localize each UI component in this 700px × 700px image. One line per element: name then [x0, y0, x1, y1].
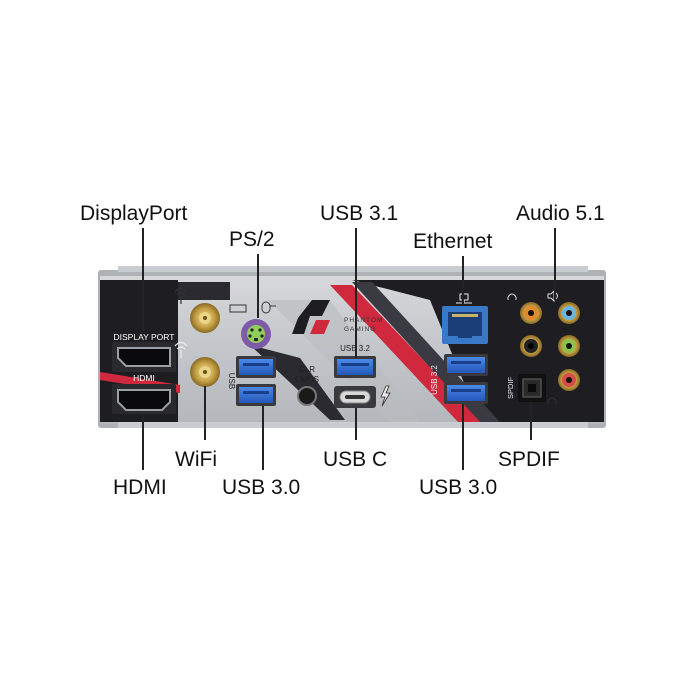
callout-usb30-right: USB 3.0 — [419, 476, 498, 499]
thunderbolt-icon — [380, 385, 391, 407]
mouse-icon — [261, 301, 276, 314]
keyboard-icon — [229, 304, 247, 313]
panel-label-cmos: CMOS — [295, 375, 319, 384]
ps2-port — [241, 319, 271, 349]
usb31-port — [334, 356, 376, 378]
usb30-right-ports — [444, 354, 488, 404]
callout-usbc: USB C — [323, 448, 388, 471]
antenna-icon — [174, 287, 188, 304]
panel-label-hdmi: HDMI — [133, 373, 155, 383]
callout-ethernet: Ethernet — [413, 230, 493, 253]
panel-label-clr: CLR — [299, 365, 315, 374]
wifi-antenna-bottom — [190, 357, 220, 387]
panel-label-gaming: GAMING — [344, 326, 376, 333]
panel-label-spdif: SPDIF — [506, 377, 515, 400]
antenna-icon — [174, 341, 188, 358]
wifi-antenna-top — [190, 303, 220, 333]
displayport-connector — [112, 342, 176, 372]
callout-spdif: SPDIF — [498, 448, 560, 471]
speaker-icon — [547, 289, 558, 303]
callout-usb30-left: USB 3.0 — [222, 476, 301, 499]
usbc-port — [334, 386, 376, 408]
panel-label-usb32-side: USB 3.2 — [430, 365, 439, 395]
spdif-port — [518, 374, 546, 402]
audio-jacks — [520, 302, 580, 391]
callout-usb31: USB 3.1 — [320, 202, 399, 225]
usb30-left-ports — [236, 356, 276, 406]
panel-label-usb32-top: USB 3.2 — [340, 344, 370, 353]
callout-audio: Audio 5.1 — [516, 202, 605, 225]
phantom-gaming-logo-icon — [292, 300, 330, 334]
callout-hdmi: HDMI — [113, 476, 167, 499]
headphone-icon — [547, 397, 557, 404]
callout-wifi: WiFi — [175, 448, 217, 471]
panel-label-display-port: DISPLAY PORT — [114, 332, 175, 342]
panel-label-phantom: PHANTOM — [344, 317, 383, 324]
headphone-icon — [507, 293, 517, 300]
callout-ps2: PS/2 — [229, 228, 275, 251]
callout-displayport: DisplayPort — [80, 202, 188, 225]
ethernet-port — [442, 306, 488, 344]
hdmi-connector — [112, 384, 176, 414]
clr-cmos-button — [297, 386, 317, 406]
panel-print: DISPLAY PORT HDMI USB CLR CMOS USB 3.2 U… — [114, 317, 515, 399]
panel-label-usb: USB — [227, 373, 236, 389]
leader-lines — [142, 228, 556, 470]
